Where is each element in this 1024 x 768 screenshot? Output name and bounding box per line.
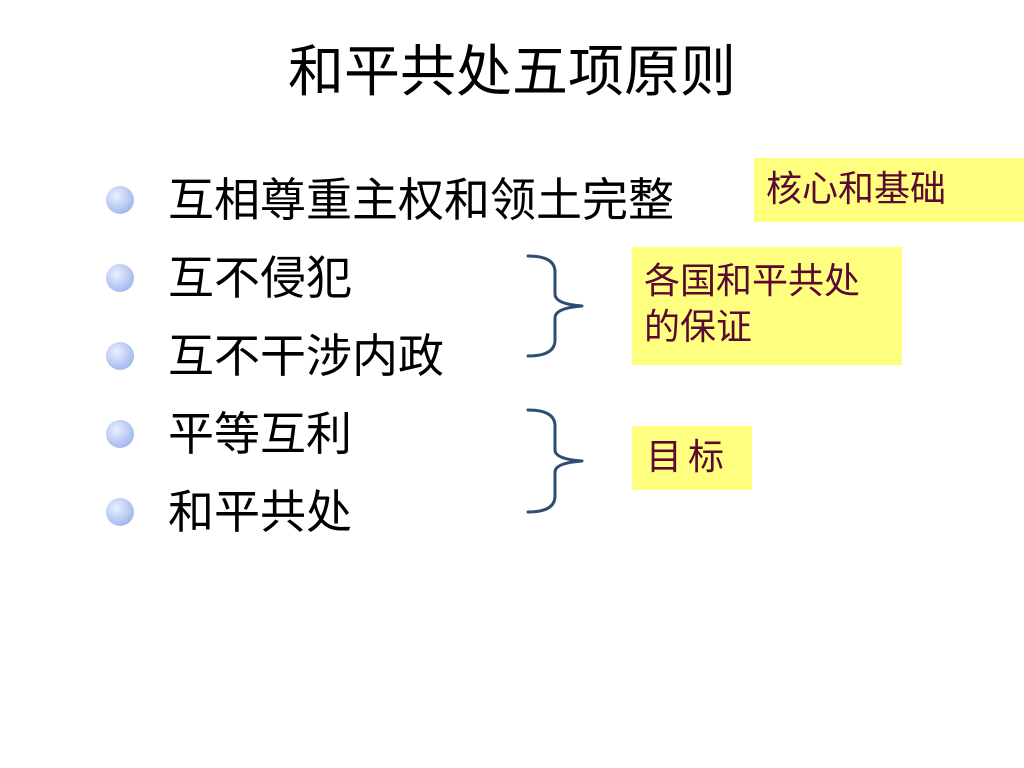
brace-upper-path [526,254,584,358]
slide-title: 和平共处五项原则 [288,40,736,105]
list-item: 互不干涉内政 [106,324,674,402]
list-item-text: 和平共处 [168,485,352,539]
brace-lower-icon [526,408,584,514]
list-item-text: 平等互利 [168,407,352,461]
bullet-dot-icon [106,498,134,526]
brace-lower-path [526,408,584,514]
list-item: 互不侵犯 [106,246,674,324]
list-item-text: 互相尊重主权和领土完整 [168,173,674,227]
list-item: 互相尊重主权和领土完整 [106,168,674,246]
list-item: 和平共处 [106,480,674,558]
bullet-dot-icon [106,420,134,448]
bullet-dot-icon [106,342,134,370]
callout-peace-guarantee: 各国和平共处的保证 [632,247,902,365]
callout-goal: 目标 [632,426,752,490]
bullet-dot-icon [106,264,134,292]
principles-list: 互相尊重主权和领土完整 互不侵犯 互不干涉内政 平等互利 和平共处 [106,168,674,558]
list-item-text: 互不干涉内政 [168,329,444,383]
list-item-text: 互不侵犯 [168,251,352,305]
list-item: 平等互利 [106,402,674,480]
callout-core-foundation: 核心和基础 [754,158,1024,222]
brace-upper-icon [526,254,584,358]
bullet-dot-icon [106,186,134,214]
